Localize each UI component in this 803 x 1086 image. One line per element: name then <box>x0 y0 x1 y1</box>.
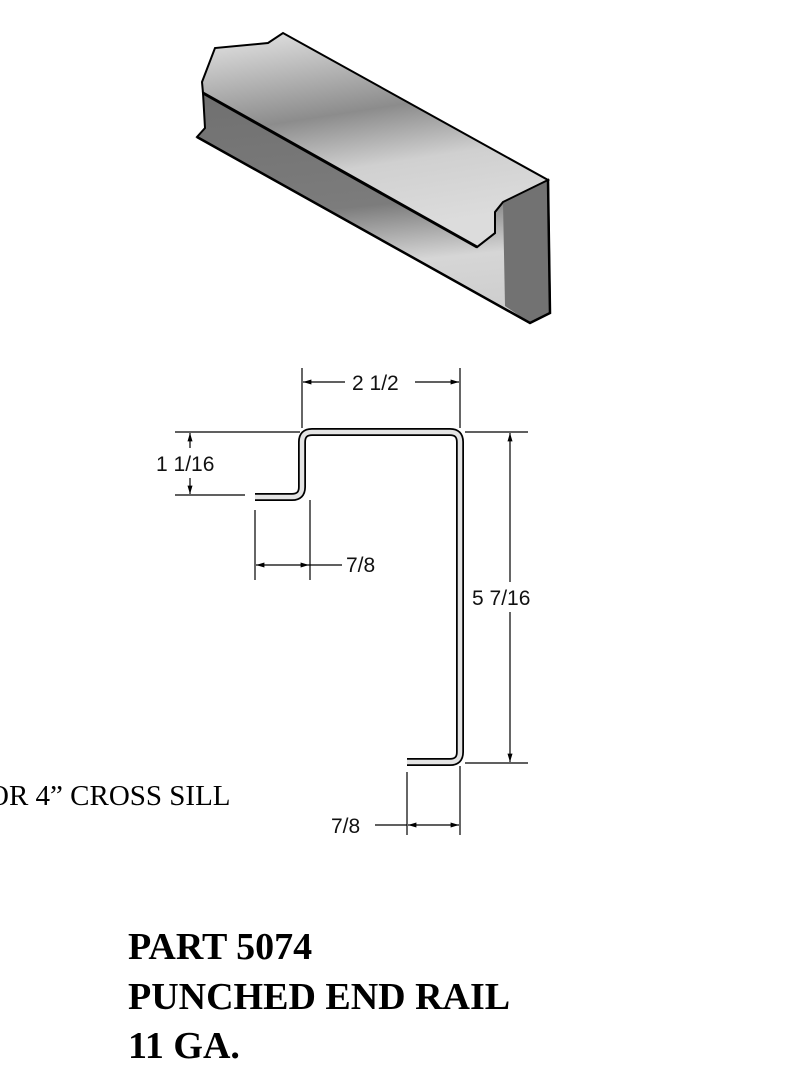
dim-overall-height: 5 7/16 <box>472 587 530 610</box>
part-number: PART 5074 <box>128 926 313 968</box>
dim-top-width: 2 1/2 <box>352 372 399 395</box>
dim-step-height: 1 1/16 <box>156 453 214 476</box>
dim-upper-flange: 7/8 <box>346 554 375 577</box>
part-gauge: 11 GA. <box>128 1025 240 1067</box>
profile-section <box>255 428 464 766</box>
rail-end-face <box>503 180 550 323</box>
cross-sill-note: OR 4” CROSS SILL <box>0 780 231 812</box>
rail-profile <box>255 428 464 766</box>
part-name: PUNCHED END RAIL <box>128 976 511 1018</box>
dimension-lines <box>175 368 528 835</box>
dim-lower-flange: 7/8 <box>331 815 360 838</box>
isometric-view <box>195 31 552 325</box>
